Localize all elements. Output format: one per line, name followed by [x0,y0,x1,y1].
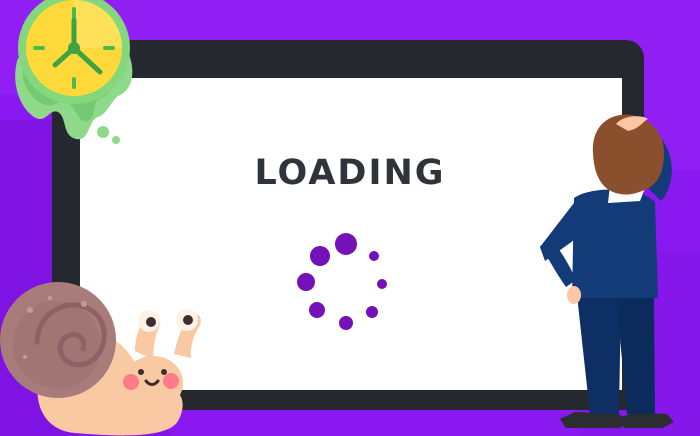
confused-person-icon [540,114,674,428]
spinner-dot [366,306,378,318]
snail-icon [0,282,201,436]
spinner-dot [339,316,353,330]
spinner-dot [297,273,315,291]
monitor-screen [80,78,622,390]
spinner-dot [335,233,357,255]
loading-title: LOADING [254,153,446,193]
melting-clock-icon [15,0,133,144]
spinner-dot [309,302,325,318]
spinner-dot [310,246,330,266]
spinner-dot [369,251,379,261]
loading-spinner-icon [297,233,387,330]
spinner-dot [377,279,387,289]
